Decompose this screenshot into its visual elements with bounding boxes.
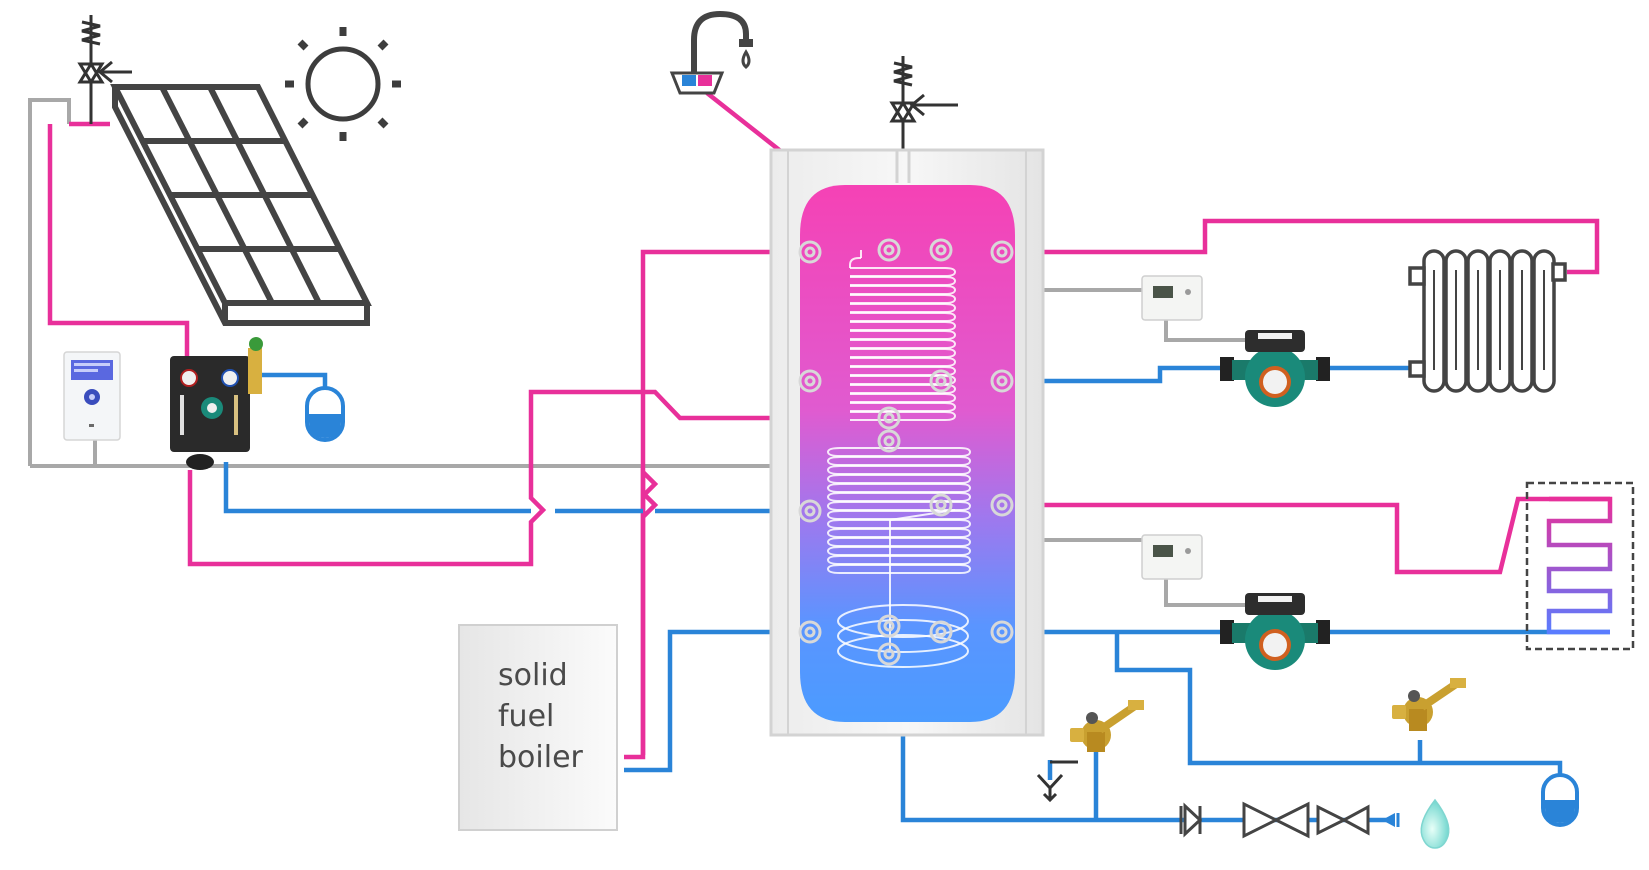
tank-port [798, 369, 822, 393]
tank-port [877, 406, 901, 430]
tank-port-center [996, 626, 1008, 638]
boiler-label-line: solid [498, 658, 568, 693]
coil-loop [850, 267, 957, 277]
coil-loop [850, 339, 957, 349]
coil-loop [850, 285, 957, 295]
tank-port [990, 369, 1014, 393]
signal-wires [28, 98, 1245, 607]
coil-loop [850, 348, 957, 358]
cold-pipes [223, 365, 1610, 823]
tank-port [990, 620, 1014, 644]
tank-port-center [996, 499, 1008, 511]
tank-port-center [883, 648, 895, 660]
coil-loop [850, 294, 957, 304]
boiler-label-line: fuel [498, 699, 555, 734]
shutoff-valve-icon [1242, 801, 1310, 839]
tank-port-center [935, 244, 947, 256]
coil-loop [850, 411, 957, 421]
tank-port-center [935, 499, 947, 511]
tank-port [990, 240, 1014, 264]
expansion-vessel-icon [1541, 773, 1579, 827]
faucet-icon [669, 10, 753, 95]
tank-port [877, 429, 901, 453]
tank-port [877, 642, 901, 666]
tank-port-center [883, 244, 895, 256]
thermostat-icon [1141, 275, 1203, 321]
tank-port [877, 238, 901, 262]
lower-heat-exchanger-coil [826, 447, 972, 668]
tank-port-center [883, 435, 895, 447]
tank-port [929, 493, 953, 517]
check-valve-icon [1179, 802, 1203, 838]
coil-loop [826, 564, 972, 574]
solar-controller-icon [63, 351, 121, 441]
tank-port-center [996, 246, 1008, 258]
coil-loop [850, 303, 957, 313]
water-drop-icon [1420, 798, 1450, 849]
circulation-pump-icon [1220, 330, 1330, 407]
mixing-valve-icon [1070, 700, 1144, 752]
coil-loop [850, 312, 957, 322]
coil-loop [850, 402, 957, 412]
safety-valve-icon [889, 56, 958, 155]
coil-loop [850, 276, 957, 286]
solid-fuel-boiler [458, 624, 618, 831]
shutoff-valve-icon [1316, 804, 1370, 836]
tank-port [798, 620, 822, 644]
tank-port-center [804, 375, 816, 387]
boiler-label: solid fuel boiler [498, 655, 618, 778]
hot-pipes [47, 91, 1610, 760]
tank-port-center [804, 246, 816, 258]
solar-collector-icon [110, 84, 372, 326]
boiler-label-line: boiler [498, 740, 583, 775]
tank-port-center [804, 626, 816, 638]
tank-port [798, 499, 822, 523]
safety-valve-icon [77, 15, 132, 124]
coil-loop [850, 393, 957, 403]
coil-loop [850, 330, 957, 340]
coil-loop [850, 321, 957, 331]
circulation-pump-icon [1220, 593, 1330, 670]
tank-ports [798, 238, 1014, 666]
expansion-vessel-icon [305, 386, 345, 442]
tank-port [990, 493, 1014, 517]
tank-port [929, 238, 953, 262]
tank-port [929, 369, 953, 393]
tank-port-center [935, 375, 947, 387]
sun-icon [285, 27, 401, 141]
tank-port [929, 620, 953, 644]
radiator-icon [1408, 249, 1567, 393]
mixing-valve-icon [1392, 678, 1466, 731]
tank-port [798, 240, 822, 264]
tank-port-center [996, 375, 1008, 387]
drain-icon [1036, 760, 1078, 803]
thermostat-icon [1141, 534, 1203, 580]
coil-loop [850, 357, 957, 367]
check-valve-icon [1382, 813, 1400, 827]
tank-port-center [883, 620, 895, 632]
tank-port-center [804, 505, 816, 517]
tank-port-center [883, 412, 895, 424]
tank-port [877, 614, 901, 638]
solar-pump-station-icon [170, 337, 263, 470]
storage-tank [769, 148, 1045, 737]
tank-port-center [935, 626, 947, 638]
floor-heating-icon [1525, 481, 1635, 651]
